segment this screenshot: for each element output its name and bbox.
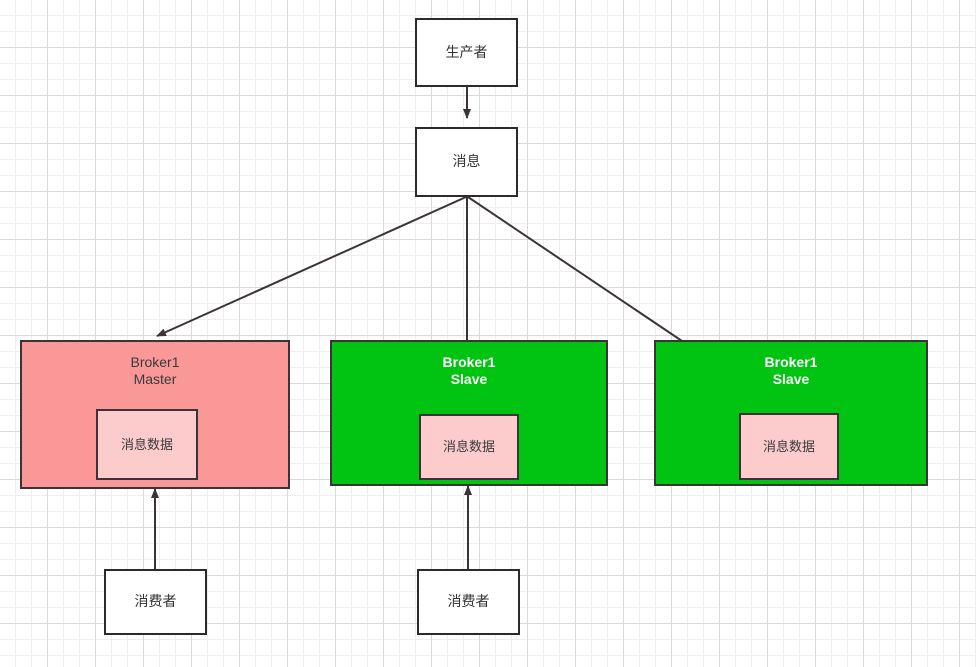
node-data-slave-1[interactable]: 消息数据 (419, 414, 519, 480)
node-producer[interactable]: 生产者 (415, 18, 518, 87)
node-data-slave-1-label: 消息数据 (442, 439, 495, 455)
node-broker-slave-1-label: Broker1 Slave (442, 354, 496, 388)
node-data-slave-2[interactable]: 消息数据 (739, 413, 839, 480)
node-message[interactable]: 消息 (415, 127, 518, 197)
edge-message-to-broker-master (156, 196, 467, 337)
node-data-slave-2-label: 消息数据 (762, 438, 815, 454)
node-producer-label: 生产者 (445, 43, 488, 60)
node-data-master-label: 消息数据 (120, 436, 173, 452)
node-consumer-middle-label: 消费者 (447, 593, 490, 610)
node-message-label: 消息 (452, 153, 481, 170)
node-data-master[interactable]: 消息数据 (96, 409, 198, 480)
node-consumer-left-label: 消费者 (134, 593, 177, 610)
node-broker-master-label: Broker1 Master (130, 354, 180, 388)
node-consumer-left[interactable]: 消费者 (104, 569, 207, 635)
node-broker-slave-2-label: Broker1 Slave (764, 354, 818, 388)
node-consumer-middle[interactable]: 消费者 (417, 569, 520, 635)
